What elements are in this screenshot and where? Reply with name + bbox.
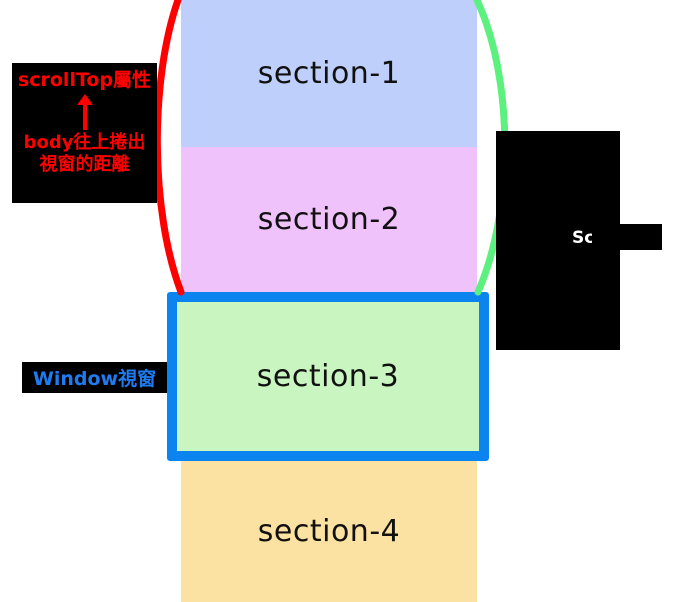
scrolltop-annotation-panel: scrollTop屬性 body往上捲出 視窗的距離: [12, 63, 157, 203]
window-viewport-label: Window視窗: [22, 362, 167, 393]
section-4-block: section-4: [181, 461, 477, 602]
section-1-block: section-1: [181, 0, 477, 147]
scrolltop-note-line-1: scrollTop屬性: [17, 69, 152, 91]
section-3-label: section-3: [256, 359, 400, 394]
window-viewport-frame: section-3: [167, 292, 489, 461]
scrolltop-note-line-2: body往上捲出: [23, 132, 146, 153]
section-1-label: section-1: [257, 56, 401, 91]
section-2-block: section-2: [181, 147, 477, 292]
right-annotation-text: Sc: [572, 228, 595, 248]
section-4-label: section-4: [257, 514, 401, 549]
scrolltop-note-line-3: 視窗的距離: [39, 154, 130, 175]
section-2-label: section-2: [257, 202, 401, 237]
right-annotation-occluder: [592, 224, 662, 250]
window-viewport-label-text: Window視窗: [32, 368, 157, 390]
up-arrow-icon: [70, 94, 100, 130]
